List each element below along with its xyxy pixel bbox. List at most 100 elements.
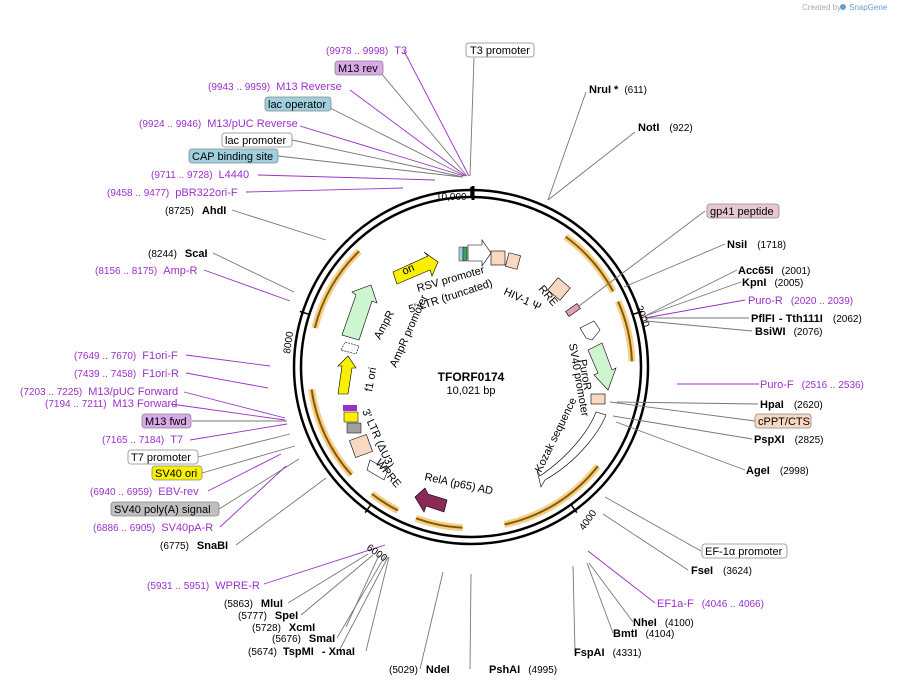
feature-m13-rev[interactable]: M13 rev [334, 60, 384, 76]
ampr-arrow[interactable] [341, 284, 378, 341]
tick-mark [632, 310, 643, 316]
ampr-label: AmpR [372, 309, 397, 342]
sv40-ori-block [343, 411, 359, 423]
leader-line [287, 553, 369, 604]
feature-t7-promoter[interactable]: T7 promoter [127, 449, 199, 465]
enzyme-smai[interactable]: (5676)SmaI [272, 633, 335, 645]
enzyme-noti[interactable]: NotI(922) [638, 122, 693, 134]
primer-ef1a-f[interactable]: EF1a-F(4046 .. 4066) [657, 598, 764, 610]
primer-m13-puc-forward[interactable]: (7203 .. 7225)M13/pUC Forward [20, 386, 178, 398]
primer-m13-forward[interactable]: (7194 .. 7211)M13 Forward [45, 398, 177, 410]
enzyme-ahdi[interactable]: (8725)AhdI [165, 205, 226, 217]
enzyme-nrui[interactable]: NruI *(611) [589, 84, 647, 96]
leader-line [212, 252, 295, 293]
enzyme-hpai[interactable]: HpaI(2620) [760, 399, 823, 411]
leader-line [588, 562, 634, 623]
feature-sv40-ori[interactable]: SV40 ori [151, 465, 203, 481]
leader-line [615, 421, 746, 471]
ampr-promoter[interactable] [340, 341, 360, 355]
f1-ori-arrow[interactable] [337, 355, 357, 395]
enzyme-xcmi[interactable]: (5728)XcmI [252, 622, 315, 634]
leader-line [189, 423, 288, 441]
enzyme-mlui[interactable]: (5863)MluI [224, 598, 283, 610]
leader-line [380, 72, 468, 177]
ef1a-arrow[interactable] [536, 411, 607, 488]
svg-text:CAP binding site: CAP binding site [192, 151, 273, 163]
feature-sv40-polya[interactable]: SV40 poly(A) signal [110, 501, 220, 517]
leader-line [645, 320, 753, 332]
leader-line [185, 354, 271, 367]
svg-text:T7 promoter: T7 promoter [131, 452, 191, 464]
enzyme-acc65i[interactable]: Acc65I(2001) [738, 265, 810, 277]
leader-line [403, 50, 470, 177]
primer-puro-r[interactable]: Puro-R(2020 .. 2039) [748, 295, 853, 307]
primer-t3[interactable]: (9978 .. 9998)T3 [326, 45, 407, 57]
ori-arrow[interactable] [392, 251, 439, 285]
enzyme-pspxi[interactable]: PspXI(2825) [754, 434, 823, 446]
svg-text:M13 fwd: M13 fwd [145, 416, 187, 428]
leader-line [609, 401, 756, 422]
svg-text:EF-1α promoter: EF-1α promoter [705, 546, 783, 558]
primer-l4440[interactable]: (9711 .. 9728)L4440 [151, 169, 249, 181]
enzyme-snabi[interactable]: (6775)SnaBI [160, 540, 228, 552]
primer-m13-puc-reverse[interactable]: (9924 .. 9946)M13/pUC Reverse [139, 118, 298, 130]
leader-line [547, 91, 587, 201]
primer-pbr322ori-f[interactable]: (9458 .. 9477)pBR322ori-F [107, 187, 238, 199]
enzyme-fspai[interactable]: FspAI(4331) [574, 647, 641, 659]
sv40-promoter-arrow[interactable] [579, 320, 601, 341]
enzyme-pflfi-tth111i[interactable]: PflFI- Tth111I(2062) [751, 313, 862, 325]
enzyme-bmti[interactable]: BmtI(4104) [613, 628, 674, 640]
orf-arc [565, 235, 615, 292]
feature-t3-promoter[interactable]: T3 promoter [465, 42, 535, 58]
3-ltr-block [349, 434, 373, 458]
leader-line [602, 513, 689, 571]
feature-m13-fwd[interactable]: M13 fwd [141, 413, 192, 429]
primer-ebv-rev[interactable]: (6940 .. 6959)EBV-rev [90, 486, 199, 498]
enzyme-pshai[interactable]: PshAI(4995) [489, 664, 557, 676]
leader-line [219, 465, 287, 528]
enzyme-scai[interactable]: (8244)ScaI [148, 248, 208, 260]
primer-sv40pa-r[interactable]: (6886 .. 6905)SV40pA-R [93, 522, 213, 534]
m13-fwd-block [343, 405, 357, 411]
rsv-promoter-arrow[interactable] [467, 239, 492, 267]
enzyme-ndei[interactable]: (5029)NdeI [389, 664, 450, 676]
leader-line [345, 554, 380, 628]
enzyme-nsii[interactable]: NsiI(1718) [727, 239, 786, 251]
primer-t7[interactable]: (7165 .. 7184)T7 [102, 434, 183, 446]
leader-line [235, 477, 327, 546]
rela-arrow[interactable] [414, 487, 448, 513]
feature-cap-binding-site[interactable]: CAP binding site [188, 148, 279, 164]
orf-arc [313, 250, 360, 329]
leader-line [263, 544, 386, 585]
primer-amp-r[interactable]: (8156 .. 8175)Amp-R [95, 265, 198, 277]
enzyme-fsei[interactable]: FseI(3624) [691, 565, 752, 577]
svg-text:M13 rev: M13 rev [338, 63, 378, 75]
leader-line [604, 496, 702, 552]
primer-f1ori-r[interactable]: (7439 .. 7458)F1ori-R [74, 368, 179, 380]
primer-labels: (9978 .. 9998)T3 (9943 .. 9959)M13 Rever… [20, 45, 864, 610]
wpre-block[interactable] [366, 459, 389, 481]
enzyme-nhei[interactable]: NheI(4100) [633, 617, 694, 629]
puror-arrow[interactable] [587, 342, 617, 391]
primer-wpre-r[interactable]: (5931 .. 5951)WPRE-R [147, 580, 260, 592]
plasmid-name: TFORF0174 [438, 370, 505, 384]
svg-text:lac promoter: lac promoter [225, 135, 286, 147]
leader-line [336, 555, 386, 639]
feature-lac-operator[interactable]: lac operator [264, 96, 332, 112]
enzyme-bsiwi[interactable]: BsiWI(2076) [755, 326, 822, 338]
primer-f1ori-f[interactable]: (7649 .. 7670)F1ori-F [74, 350, 178, 362]
enzyme-agei[interactable]: AgeI(2998) [746, 465, 809, 477]
enzyme-tspmi-xmai[interactable]: (5674)TspMI- XmaI [248, 646, 355, 658]
feature-ef1a-promoter[interactable]: EF-1α promoter [701, 543, 788, 559]
feature-gp41-peptide[interactable]: gp41 peptide [706, 203, 780, 219]
primer-puro-f[interactable]: Puro-F(2516 .. 2536) [760, 379, 864, 391]
leader-line [644, 299, 746, 319]
enzyme-spei[interactable]: (5777)SpeI [238, 610, 298, 622]
feature-cppt-cts[interactable]: cPPT/CTS [754, 413, 812, 429]
primer-m13-reverse[interactable]: (9943 .. 9959)M13 Reverse [208, 81, 342, 93]
leader-line [291, 139, 464, 178]
feature-lac-promoter[interactable]: lac promoter [221, 132, 293, 148]
leader-line [257, 174, 436, 181]
enzyme-kpni[interactable]: KpnI(2005) [742, 277, 803, 289]
